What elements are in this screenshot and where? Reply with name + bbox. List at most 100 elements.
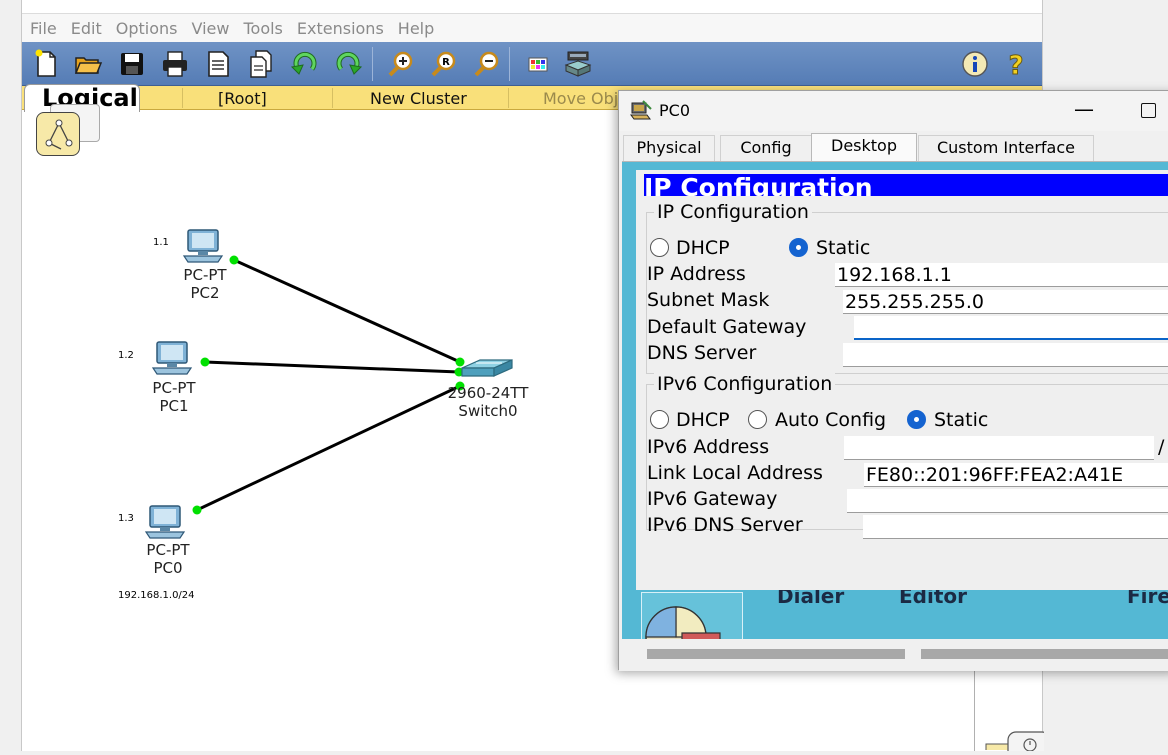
- tab-config[interactable]: Config: [720, 135, 812, 161]
- link-pc0-switch[interactable]: [196, 384, 461, 512]
- dns-server-label: DNS Server: [647, 342, 757, 364]
- document-icon: [208, 51, 229, 77]
- info-icon: [962, 51, 988, 77]
- activity-wizard-button[interactable]: [202, 48, 234, 80]
- subnet-mask-input[interactable]: [843, 290, 1168, 314]
- pc1-device-icon[interactable]: [151, 341, 193, 375]
- zoom-in-button[interactable]: [384, 48, 416, 80]
- ipv6-auto-config-radio[interactable]: [748, 410, 767, 429]
- port-indicator: [200, 357, 210, 367]
- navigation-button[interactable]: [36, 112, 80, 156]
- ip-address-input[interactable]: [835, 263, 1168, 287]
- switch0-label: 2960-24TT Switch0: [440, 384, 536, 420]
- tab-physical[interactable]: Physical: [623, 135, 715, 161]
- ipv4-dhcp-label[interactable]: DHCP: [676, 237, 730, 259]
- help-button[interactable]: ?: [1000, 48, 1032, 80]
- palette-button[interactable]: [522, 48, 554, 80]
- bar-divider: [508, 88, 509, 108]
- ip-configuration-header: IP Configuration: [644, 174, 1168, 196]
- zoom-out-button[interactable]: [470, 48, 502, 80]
- network-note[interactable]: 192.168.1.0/24: [118, 590, 195, 601]
- tab-desktop[interactable]: Desktop: [811, 133, 917, 161]
- menu-view[interactable]: View: [191, 18, 230, 38]
- pc0-bottom-bar: [619, 639, 1168, 671]
- link-local-address-input[interactable]: [864, 463, 1168, 487]
- editor-app-label[interactable]: Editor: [899, 590, 967, 608]
- pc1-label: PC-PT PC1: [141, 379, 207, 415]
- ipv4-static-radio[interactable]: [789, 238, 808, 257]
- pc2-ip-label: 1.1: [153, 237, 169, 248]
- ipv6-address-input[interactable]: [844, 436, 1154, 460]
- print-button[interactable]: [159, 48, 191, 80]
- port-indicator: [454, 367, 464, 377]
- ipv4-group-title: IP Configuration: [654, 201, 812, 223]
- link-pc1-switch[interactable]: [204, 360, 460, 374]
- pc0-device-icon[interactable]: [144, 505, 186, 539]
- menu-bar: File Edit Options View Tools Extensions …: [22, 14, 1042, 42]
- link-pc2-switch[interactable]: [233, 258, 461, 364]
- ipv6-dns-server-input[interactable]: [863, 515, 1168, 539]
- pc0-name: PC0: [153, 559, 183, 577]
- redo-icon: [336, 51, 363, 75]
- maximize-button[interactable]: [1141, 103, 1156, 118]
- info-button[interactable]: [959, 48, 991, 80]
- firewall-app-label[interactable]: Fire: [1127, 590, 1168, 608]
- dialer-app-label[interactable]: Dialer: [777, 590, 845, 608]
- copy-button[interactable]: [245, 48, 277, 80]
- menu-help[interactable]: Help: [397, 18, 435, 38]
- toolbar: R: [22, 42, 1042, 86]
- clock-icon[interactable]: [972, 670, 1051, 755]
- tab-custom-interface[interactable]: Custom Interface: [918, 135, 1094, 161]
- logical-canvas[interactable]: 1.1 PC-PT PC2 1.2 PC-PT PC1 1.3 PC-PT PC…: [22, 110, 1044, 751]
- ipv6-gateway-label: IPv6 Gateway: [647, 488, 778, 510]
- desktop-area: IP Configuration IP Configuration DHCP S…: [622, 161, 1168, 640]
- ipv6-address-label: IPv6 Address: [647, 436, 770, 458]
- desktop-apps-row: Dialer Editor Fire: [622, 590, 1168, 640]
- pc0-tab-bar: Physical Config Desktop Custom Interface: [622, 133, 1168, 161]
- new-file-button[interactable]: [30, 48, 62, 80]
- title-strip: [22, 0, 1042, 14]
- ipv6-static-radio[interactable]: [907, 410, 926, 429]
- zoom-reset-button[interactable]: R: [427, 48, 459, 80]
- ipv6-static-label[interactable]: Static: [934, 409, 989, 431]
- app-tile[interactable]: [641, 592, 743, 640]
- move-object-button[interactable]: Move Obj: [543, 89, 619, 108]
- menu-extensions[interactable]: Extensions: [296, 18, 384, 38]
- ipv6-auto-config-label[interactable]: Auto Config: [775, 409, 887, 431]
- prefix-separator: /: [1158, 436, 1165, 458]
- menu-options[interactable]: Options: [115, 18, 178, 38]
- dns-server-input[interactable]: [843, 343, 1168, 367]
- toolbar-separator: [372, 47, 373, 81]
- link-local-address-label: Link Local Address: [647, 462, 823, 484]
- menu-edit[interactable]: Edit: [70, 18, 102, 38]
- pc0-ip-label: 1.3: [118, 513, 134, 524]
- save-button[interactable]: [116, 48, 148, 80]
- ipv6-gateway-input[interactable]: [847, 489, 1168, 513]
- custom-device-button[interactable]: [562, 48, 594, 80]
- svg-text:R: R: [442, 57, 450, 68]
- pc0-titlebar[interactable]: PC0 —: [619, 91, 1168, 131]
- default-gateway-input[interactable]: [854, 316, 1168, 340]
- open-button[interactable]: [72, 48, 104, 80]
- menu-tools[interactable]: Tools: [243, 18, 283, 38]
- redo-button[interactable]: [332, 48, 364, 80]
- ipv4-dhcp-radio[interactable]: [650, 238, 669, 257]
- ipv6-dhcp-label[interactable]: DHCP: [676, 409, 730, 431]
- menu-file[interactable]: File: [30, 18, 57, 38]
- ipv4-static-label[interactable]: Static: [816, 237, 871, 259]
- horizontal-scrollbar[interactable]: [647, 649, 905, 659]
- bar-divider: [182, 88, 183, 108]
- pc2-device-icon[interactable]: [182, 229, 224, 263]
- new-cluster-button[interactable]: New Cluster: [370, 89, 467, 108]
- port-indicator: [455, 357, 465, 367]
- undo-button[interactable]: [289, 48, 321, 80]
- minimize-button[interactable]: —: [1074, 97, 1094, 121]
- root-button[interactable]: [Root]: [218, 89, 267, 108]
- pc1-type: PC-PT: [152, 379, 196, 397]
- switch0-type: 2960-24TT: [447, 384, 529, 402]
- pc2-label: PC-PT PC2: [172, 266, 238, 302]
- ipv6-dhcp-radio[interactable]: [650, 410, 669, 429]
- switch0-device-icon[interactable]: [461, 359, 513, 377]
- pc1-name: PC1: [159, 397, 189, 415]
- horizontal-scrollbar[interactable]: [921, 649, 1168, 659]
